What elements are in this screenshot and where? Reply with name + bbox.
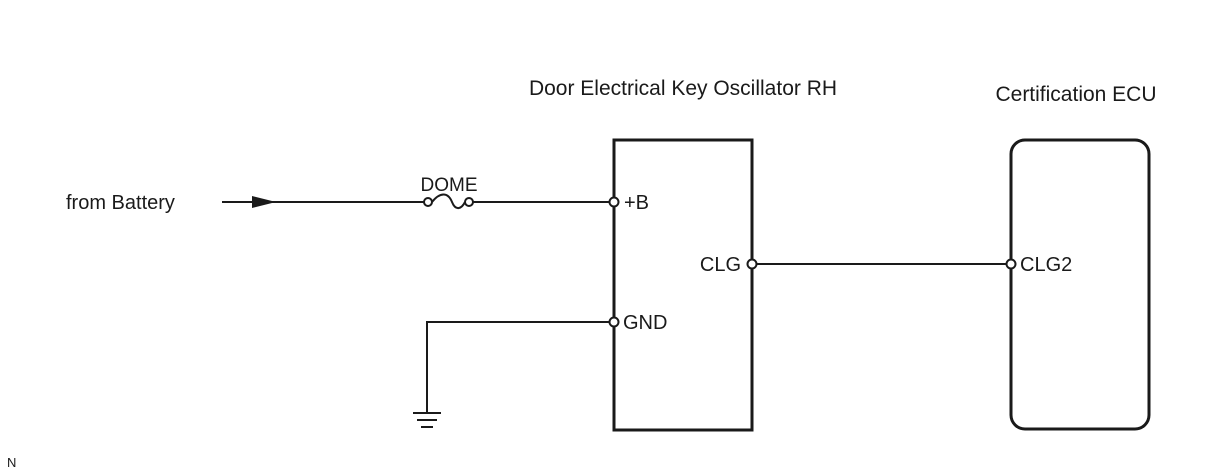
clg2-terminal-icon [1005,258,1017,270]
corner-mark: N [7,455,16,470]
ground-wire [426,321,610,412]
pin-clg2-label: CLG2 [1020,254,1072,276]
ground-symbol-icon [413,412,441,428]
source-label: from Battery [66,192,175,214]
fuse-label: DOME [421,175,478,196]
plusb-terminal-icon [608,196,620,208]
oscillator-box [612,138,754,432]
pin-clg-label: CLG [700,254,741,276]
ecu-box [1009,138,1151,431]
fuse-icon [423,193,474,209]
clg-terminal-icon [746,258,758,270]
oscillator-title: Door Electrical Key Oscillator RH [529,77,837,100]
ecu-title: Certification ECU [995,83,1156,106]
pin-gnd-label: GND [623,312,667,334]
gnd-terminal-icon [608,316,620,328]
pin-plus-b-label: +B [624,192,649,214]
